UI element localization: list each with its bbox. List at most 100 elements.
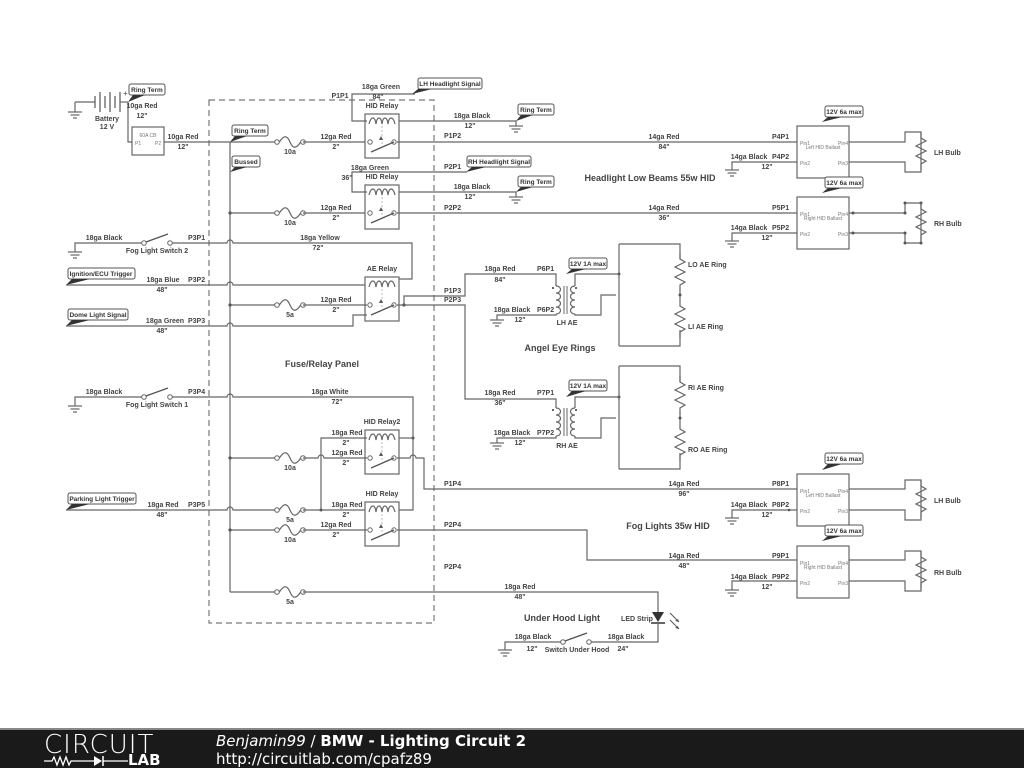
rh-bulb-label: RH Bulb: [934, 221, 962, 228]
left-hid-ballast-low[interactable]: Pin1 Pin4 Left HID Ballast Pin2 Pin3: [796, 125, 850, 179]
wire-gauge: 18ga Black: [86, 389, 123, 396]
lh-bulb-label: LH Bulb: [934, 498, 961, 505]
ballast-rating-tag: 12V 6a max: [822, 524, 864, 541]
port-label: P3P4: [188, 389, 205, 396]
left-hid-ballast-fog[interactable]: Pin1 Pin4 Left HID Ballast Pin2 Pin3: [796, 473, 850, 527]
port-label: P9P1: [772, 553, 789, 560]
svg-text:12V 6a max: 12V 6a max: [826, 456, 862, 463]
wire-gauge: 12ga Red: [320, 205, 351, 212]
svg-text:Bussed: Bussed: [234, 159, 258, 166]
fog-light-switch-1[interactable]: [140, 387, 174, 400]
svg-text:60A CB: 60A CB: [140, 133, 158, 139]
fuse-rating: 5a: [286, 312, 294, 319]
wire-length: 12": [514, 440, 525, 447]
svg-text:Ring Term: Ring Term: [234, 128, 266, 135]
lh-headlight-signal-tag: LH Headlight Signal: [412, 77, 483, 94]
svg-text:Pin2: Pin2: [800, 161, 810, 167]
fuse-5a[interactable]: [274, 586, 306, 598]
hid-relay-fog[interactable]: [364, 501, 400, 547]
hid-relay-lh[interactable]: [364, 113, 400, 159]
port-label: P2P4: [444, 522, 461, 529]
svg-text:Ignition/ECU Trigger: Ignition/ECU Trigger: [70, 271, 133, 278]
port-label: P1P2: [444, 133, 461, 140]
ring-term-tag: Ring Term: [230, 124, 269, 142]
bussed-tag: Bussed: [230, 155, 261, 172]
svg-text:Pin1: Pin1: [800, 141, 810, 147]
relay-label: HID Relay: [366, 174, 399, 181]
svg-text:12V 1A max: 12V 1A max: [570, 383, 607, 390]
rh-ae-transformer[interactable]: [551, 407, 578, 437]
fuse-rating: 5a: [286, 517, 294, 524]
wire-gauge: 18ga Red: [484, 390, 515, 397]
svg-text:Parking Light Trigger: Parking Light Trigger: [69, 496, 135, 503]
fuse-10a[interactable]: [274, 452, 306, 464]
wire-gauge: 12ga Red: [320, 522, 351, 529]
port-label: P6P1: [537, 266, 554, 273]
ring-term-tag: Ring Term: [128, 83, 166, 102]
dome-light-signal-tag: Dome Light Signal: [66, 308, 129, 326]
schematic-canvas: Fuse/Relay Panel + Battery 12 V 10ga Red…: [66, 77, 962, 657]
svg-text:Right HID Ballast: Right HID Ballast: [804, 565, 843, 571]
wire-gauge: 18ga Yellow: [300, 235, 340, 242]
svg-text:P1: P1: [135, 141, 141, 147]
wire-gauge: 18ga Green: [146, 318, 184, 325]
fuse-5a[interactable]: [274, 504, 306, 516]
svg-text:Pin4: Pin4: [838, 212, 848, 218]
hid-relay-rh[interactable]: [364, 184, 400, 230]
right-hid-ballast-fog[interactable]: Pin1 Pin4 Right HID Ballast Pin2 Pin3: [796, 545, 850, 599]
ae-relay[interactable]: [364, 276, 400, 322]
fuse-rating: 5a: [286, 599, 294, 606]
rh-bulb-label: RH Bulb: [934, 570, 962, 577]
svg-text:Right HID Ballast: Right HID Ballast: [804, 216, 843, 222]
led-strip[interactable]: [651, 612, 680, 630]
wire-length: 24": [617, 646, 628, 653]
port-label: P6P2: [537, 307, 554, 314]
footer-bar: CIRCUIT LAB Benjamin99 / BMW - Lighting …: [0, 728, 1024, 769]
fuse-10a[interactable]: [274, 136, 306, 148]
fuse-10a[interactable]: [274, 524, 306, 536]
wire-gauge: 12ga Red: [320, 297, 351, 304]
svg-text:P2: P2: [155, 141, 161, 147]
port-label: P2P2: [444, 205, 461, 212]
wire-gauge: 14ga Red: [668, 553, 699, 560]
svg-text:12V 6a max: 12V 6a max: [826, 528, 862, 535]
author-name[interactable]: Benjamin99: [216, 732, 306, 750]
resistor-diode-icon: [44, 755, 128, 767]
wire-length: 36": [494, 400, 505, 407]
port-label: P3P2: [188, 277, 205, 284]
battery[interactable]: + Battery 12 V: [67, 89, 128, 131]
wire-length: 12": [514, 317, 525, 324]
fog-light-switch-2[interactable]: [140, 233, 174, 247]
relay-label: AE Relay: [367, 266, 397, 273]
fuse-10a[interactable]: [274, 207, 306, 219]
svg-text:Pin2: Pin2: [800, 509, 810, 515]
wire-length: 12": [761, 235, 772, 242]
wire-length: 48": [156, 287, 167, 294]
port-label: P5P1: [772, 205, 789, 212]
svg-text:RH Headlight Signal: RH Headlight Signal: [468, 159, 530, 166]
relay-label: HID Relay: [366, 491, 399, 498]
wire-length: 2": [332, 307, 339, 314]
fuse-5a[interactable]: [274, 299, 306, 311]
section-title-under-hood: Under Hood Light: [524, 613, 600, 623]
wire-length: 48": [156, 328, 167, 335]
wire-gauge: 18ga Black: [608, 634, 645, 641]
wire-gauge: 12ga Red: [320, 134, 351, 141]
title-separator: /: [305, 732, 321, 750]
circuitlab-logo[interactable]: CIRCUIT LAB: [44, 730, 174, 769]
ro-ae-ring-label: RO AE Ring: [688, 447, 727, 454]
lh-ae-transformer[interactable]: [551, 285, 578, 315]
wire-gauge: 14ga Red: [668, 481, 699, 488]
svg-text:Pin2: Pin2: [800, 581, 810, 587]
circuit-breaker[interactable]: 60A CB P1 P2: [131, 126, 165, 156]
port-label: P1P3: [444, 288, 461, 295]
wire-length: 2": [332, 215, 339, 222]
svg-text:Pin3: Pin3: [838, 509, 848, 515]
right-hid-ballast-low[interactable]: Pin1 Pin4 Right HID Ballast Pin2 Pin3: [796, 196, 850, 250]
svg-text:Ring Term: Ring Term: [520, 107, 552, 114]
circuit-url[interactable]: http://circuitlab.com/cpafz89: [216, 750, 432, 768]
wire-gauge: 14ga Black: [731, 502, 768, 509]
port-label: P9P2: [772, 574, 789, 581]
switch-under-hood[interactable]: [560, 632, 592, 645]
hid-relay2-fog[interactable]: [364, 429, 400, 475]
